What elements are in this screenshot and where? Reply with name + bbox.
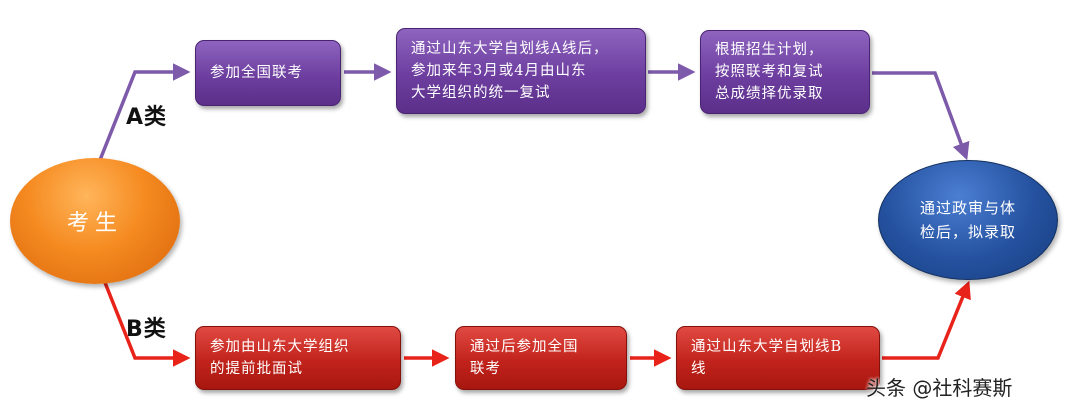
a-step-3-line-2: 按照联考和复试 — [715, 64, 824, 80]
a-step-3-line-1: 根据招生计划， — [715, 42, 824, 58]
a-step-2-box: 通过山东大学自划线A线后， 参加来年3月或4月由山东 大学组织的统一复试 — [396, 28, 646, 114]
category-a-label: A类 — [126, 105, 168, 130]
watermark-text: 头条 @社科赛斯 — [866, 376, 1013, 400]
arrow-b3-to-end — [882, 280, 971, 360]
a-step-2-line-3: 大学组织的统一复试 — [411, 85, 551, 101]
start-node-label: 考生 — [66, 211, 123, 236]
arrow-start-to-b1 — [98, 269, 191, 367]
a-step-1-line-1: 参加全国联考 — [210, 65, 303, 81]
b-step-3-box: 通过山东大学自划线B 线 — [676, 326, 880, 390]
end-node-line-2: 检后，拟录取 — [919, 223, 1016, 241]
b-step-1-line-2: 的提前批面试 — [210, 361, 303, 377]
arrow-a3-to-end — [872, 71, 970, 161]
end-node-line-1: 通过政审与体 — [919, 199, 1016, 217]
b-step-2-box: 通过后参加全国 联考 — [455, 326, 627, 390]
b-step-2-line-1: 通过后参加全国 — [470, 339, 579, 355]
a-step-3-box: 根据招生计划， 按照联考和复试 总成绩择优录取 — [700, 30, 870, 114]
start-node-examinee: 考生 — [10, 158, 180, 284]
end-node-admission: 通过政审与体 检后，拟录取 — [878, 160, 1058, 280]
b-step-1-line-1: 参加由山东大学组织 — [210, 339, 350, 355]
a-step-2-line-1: 通过山东大学自划线A线后， — [411, 41, 609, 57]
b-step-3-line-1: 通过山东大学自划线B — [691, 339, 843, 355]
b-step-1-box: 参加由山东大学组织 的提前批面试 — [195, 326, 401, 390]
a-step-1-box: 参加全国联考 — [195, 40, 341, 106]
b-step-2-line-2: 联考 — [470, 361, 501, 377]
a-step-3-line-3: 总成绩择优录取 — [715, 86, 824, 102]
b-step-3-line-2: 线 — [691, 361, 707, 377]
category-b-label: B类 — [126, 317, 167, 342]
arrow-start-to-a1 — [98, 63, 191, 161]
a-step-2-line-2: 参加来年3月或4月由山东 — [411, 63, 587, 79]
